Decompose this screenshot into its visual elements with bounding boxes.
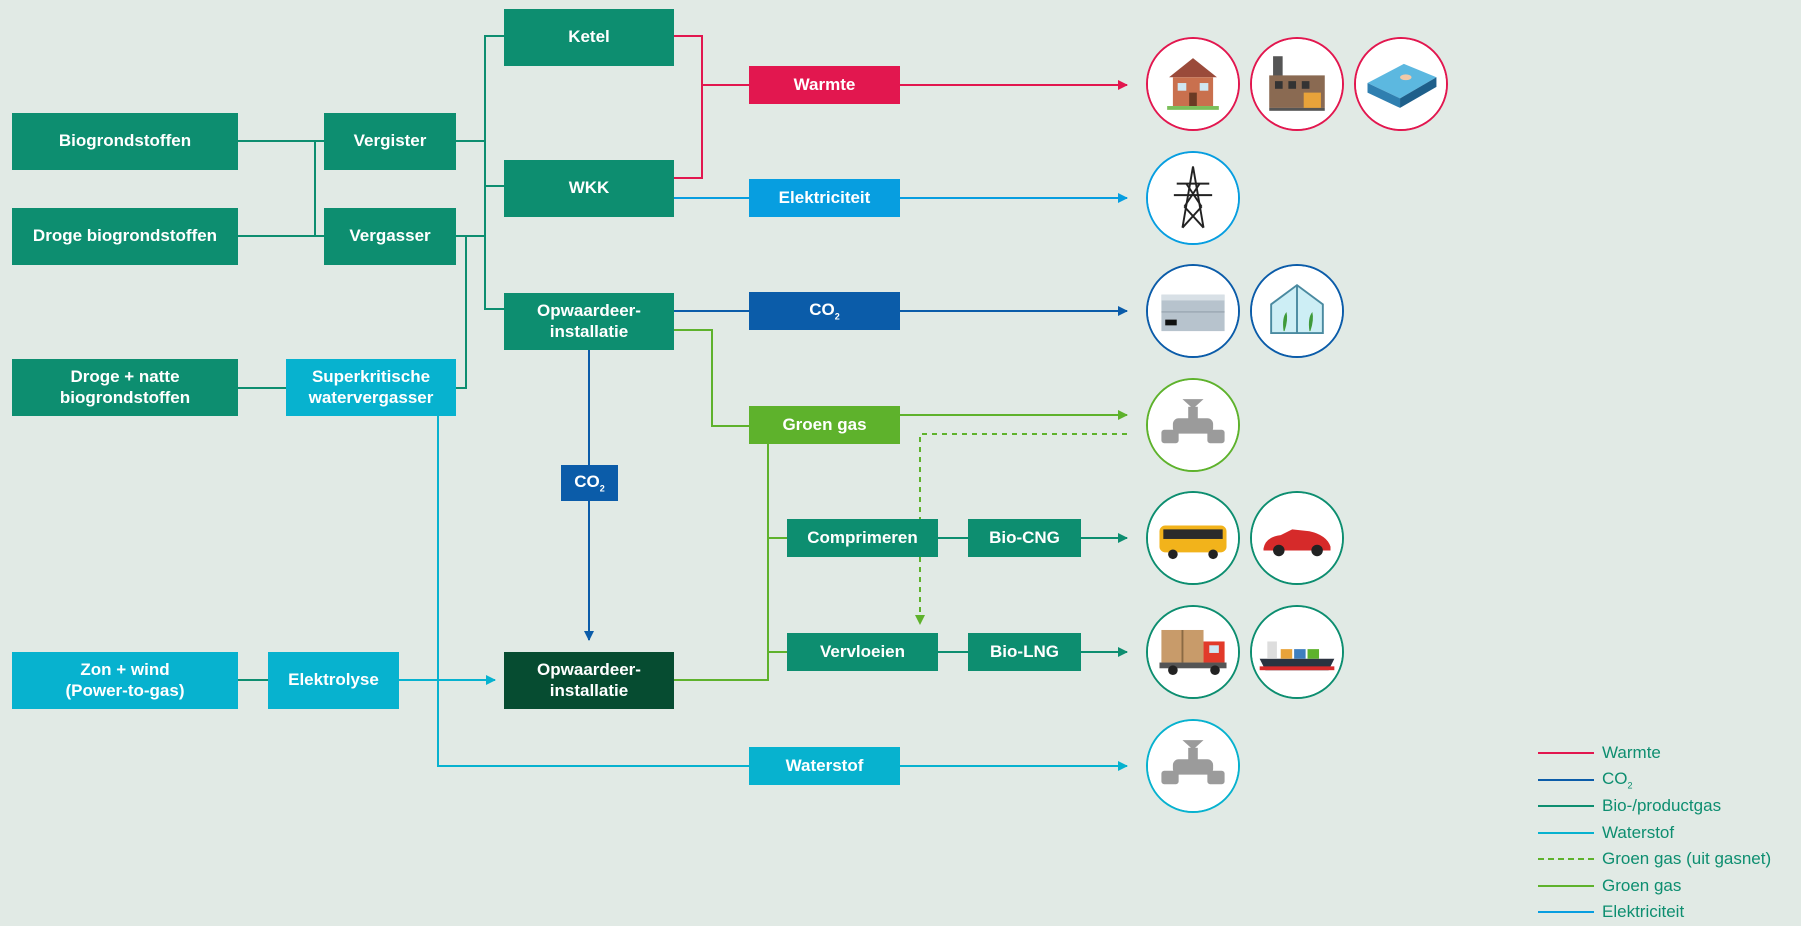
opwaardeer2-label-1: Opwaardeer- [537,660,641,680]
elektriciteit-label: Elektriciteit [778,187,871,207]
vervloeien-label: Vervloeien [819,641,906,661]
swimming-pool-icon [1354,37,1448,131]
groen-gas-lines [674,329,1128,681]
co2-lines [584,306,1128,641]
factory-icon [1250,37,1344,131]
legend-line [1538,858,1594,861]
elektrolyse-box: Elektrolyse [268,652,399,709]
zon-wind-box: Zon + wind(Power-to-gas) [12,652,238,709]
legend-item-waterstof: Waterstof [1538,820,1771,847]
bio-cng-label: Bio-CNG [989,527,1060,547]
ketel-box: Ketel [504,9,674,66]
co2-right-box: CO2 [749,292,900,330]
legend-item-groen-gas: Groen gas [1538,873,1771,900]
opwaardeer-installatie-bottom-box: Opwaardeer-installatie [504,652,674,709]
legend-line [1538,778,1594,781]
comprimeren-box: Comprimeren [787,519,938,557]
legend-label: Waterstof [1602,822,1675,842]
legend-label: Groen gas (uit gasnet) [1602,849,1772,869]
legend-label: Bio-/productgas [1602,796,1722,816]
opwaardeer1-label-2: installatie [549,321,629,341]
elektrolyse-label: Elektrolyse [288,670,379,690]
opwaardeer2-label-2: installatie [549,680,629,700]
legend-item-bio-productgas: Bio-/productgas [1538,793,1771,820]
house-icon [1146,37,1240,131]
vergister-label: Vergister [353,131,427,151]
legend-label: Elektriciteit [1602,902,1685,922]
zon-wind-label-1: Zon + wind [80,660,170,680]
greenhouse-icon [1250,264,1344,358]
waterstof-box: Waterstof [749,747,900,785]
wkk-box: WKK [504,160,674,217]
droge-natte-label-2: biogrondstoffen [59,387,191,407]
legend-item-co2: CO2 [1538,767,1771,794]
legend-label: Groen gas [1602,875,1682,895]
bio-cng-box: Bio-CNG [968,519,1081,557]
ketel-label: Ketel [568,27,610,47]
truck-icon [1146,605,1240,699]
legend-line [1538,911,1594,914]
legend: Warmte CO2 Bio-/productgas Waterstof Gro… [1538,740,1771,926]
vervloeien-box: Vervloeien [787,633,938,671]
superkritische-label-1: Superkritische [311,367,431,387]
legend-line [1538,831,1594,834]
gas-pipe-icon [1146,378,1240,472]
groen-gas-box: Groen gas [749,406,900,444]
bio-lng-label: Bio-LNG [990,641,1059,661]
waterstof-label: Waterstof [785,755,864,775]
opwaardeer1-label-1: Opwaardeer- [537,301,641,321]
droge-biogrondstoffen-box: Droge biogrondstoffen [12,208,238,265]
power-pylon-icon [1146,151,1240,245]
zon-wind-label-2: (Power-to-gas) [65,680,185,700]
legend-item-groen-gas-gasnet: Groen gas (uit gasnet) [1538,846,1771,873]
legend-item-elektriciteit: Elektriciteit [1538,899,1771,926]
co2-middle-box: CO2 [561,465,618,501]
legend-label: Warmte [1602,743,1661,763]
biogrondstoffen-box: Biogrondstoffen [12,113,238,170]
comprimeren-label: Comprimeren [807,527,918,547]
bio-lng-box: Bio-LNG [968,633,1081,671]
ship-icon [1250,605,1344,699]
warmte-box: Warmte [749,66,900,104]
groen-gas-label: Groen gas [782,414,867,434]
droge-biogrondstoffen-label: Droge biogrondstoffen [32,226,218,246]
bus-icon [1146,491,1240,585]
bio-productgas-lines [238,35,1128,681]
legend-label: CO2 [1602,769,1633,791]
hydrogen-pipe-icon [1146,719,1240,813]
legend-item-warmte: Warmte [1538,740,1771,767]
vergasser-label: Vergasser [349,226,431,246]
vergister-box: Vergister [324,113,456,170]
vergasser-box: Vergasser [324,208,456,265]
legend-line [1538,752,1594,755]
biogrondstoffen-label: Biogrondstoffen [58,131,192,151]
legend-line [1538,805,1594,808]
warmte-lines [674,35,1128,179]
car-icon [1250,491,1344,585]
wkk-label: WKK [568,178,610,198]
warmte-label: Warmte [793,74,856,94]
superkritische-label-2: watervergasser [308,387,434,407]
co2-right-label: CO2 [809,299,840,322]
co2-middle-label: CO2 [574,471,605,494]
co2-storage-icon [1146,264,1240,358]
elektriciteit-box: Elektriciteit [749,179,900,217]
droge-natte-label-1: Droge + natte [70,367,180,387]
opwaardeer-installatie-top-box: Opwaardeer-installatie [504,293,674,350]
legend-line [1538,884,1594,887]
waterstof-lines [399,416,1128,771]
